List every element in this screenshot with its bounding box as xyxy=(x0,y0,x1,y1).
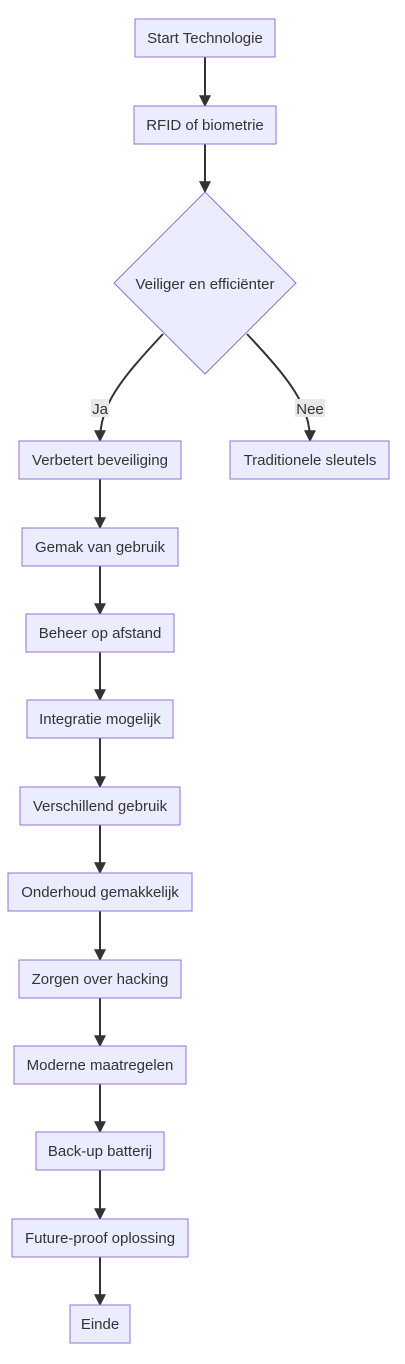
node-decision: Veiliger en efficiënter xyxy=(113,191,297,375)
edge-decision-no xyxy=(246,333,316,443)
svg-text:Ja: Ja xyxy=(92,401,109,418)
edge-label-yes: Ja xyxy=(91,399,109,418)
svg-text:Moderne maatregelen: Moderne maatregelen xyxy=(27,1057,174,1074)
node-einde: Einde xyxy=(69,1304,131,1344)
svg-text:Verbetert beveiliging: Verbetert beveiliging xyxy=(32,452,168,469)
svg-text:Veiliger en efficiënter: Veiliger en efficiënter xyxy=(136,276,275,293)
node-back-up-batterij: Back-up batterij xyxy=(35,1131,165,1171)
svg-text:RFID of biometrie: RFID of biometrie xyxy=(146,117,264,134)
svg-text:Future-proof oplossing: Future-proof oplossing xyxy=(25,1230,175,1247)
node-gemak-van-gebruik: Gemak van gebruik xyxy=(21,527,179,567)
node-start: Start Technologie xyxy=(134,18,276,58)
node-future-proof-oplossing: Future-proof oplossing xyxy=(11,1218,189,1258)
node-verschillend-gebruik: Verschillend gebruik xyxy=(19,786,181,826)
svg-text:Gemak van gebruik: Gemak van gebruik xyxy=(35,539,166,556)
node-integratie-mogelijk: Integratie mogelijk xyxy=(26,699,174,739)
svg-text:Nee: Nee xyxy=(296,401,324,418)
node-verbetert-beveiliging: Verbetert beveiliging xyxy=(18,440,182,480)
node-moderne-maatregelen: Moderne maatregelen xyxy=(13,1045,187,1085)
svg-text:Start Technologie: Start Technologie xyxy=(147,30,263,47)
edge-decision-yes xyxy=(94,333,164,443)
svg-text:Onderhoud gemakkelijk: Onderhoud gemakkelijk xyxy=(21,884,179,901)
svg-text:Back-up batterij: Back-up batterij xyxy=(48,1143,152,1160)
node-zorgen-over-hacking: Zorgen over hacking xyxy=(18,959,182,999)
svg-text:Zorgen over hacking: Zorgen over hacking xyxy=(32,971,169,988)
svg-text:Traditionele sleutels: Traditionele sleutels xyxy=(244,452,377,469)
edge-label-no: Nee xyxy=(295,399,325,418)
node-onderhoud-gemakkelijk: Onderhoud gemakkelijk xyxy=(7,872,193,912)
svg-text:Einde: Einde xyxy=(81,1316,119,1333)
svg-text:Verschillend gebruik: Verschillend gebruik xyxy=(33,798,168,815)
node-beheer-op-afstand: Beheer op afstand xyxy=(25,613,175,653)
svg-text:Beheer op afstand: Beheer op afstand xyxy=(39,625,162,642)
svg-text:Integratie mogelijk: Integratie mogelijk xyxy=(39,711,161,728)
node-rfid: RFID of biometrie xyxy=(133,105,277,145)
node-traditionele-sleutels: Traditionele sleutels xyxy=(229,440,390,480)
